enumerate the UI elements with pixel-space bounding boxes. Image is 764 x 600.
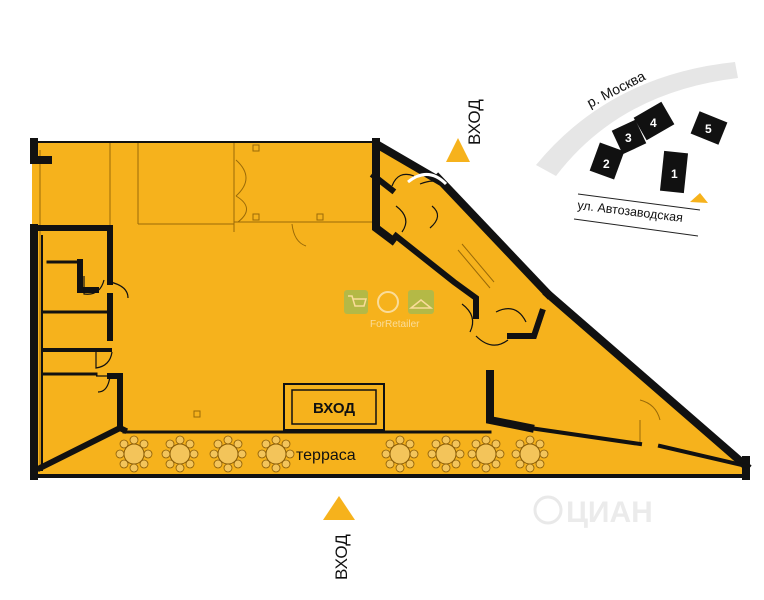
location-inset: р. Москва 2 3 4 5 1 ул. Автозаводская bbox=[536, 62, 738, 237]
forretailer-watermark: ForRetailer bbox=[344, 290, 434, 330]
hanger-icon-glyph bbox=[408, 299, 434, 309]
street-line-bottom bbox=[573, 218, 699, 237]
building-label-5: 5 bbox=[705, 122, 712, 136]
terrace-label: терраса bbox=[296, 447, 356, 464]
interior-thin-lines bbox=[39, 142, 661, 470]
building-5 bbox=[690, 111, 728, 145]
top-entrance-opening bbox=[407, 173, 448, 186]
hanger-icon bbox=[408, 290, 434, 314]
cian-watermark: ЦИАН bbox=[533, 495, 653, 529]
terrace-table bbox=[161, 435, 199, 473]
terrace-table bbox=[115, 435, 153, 473]
building-1 bbox=[659, 150, 689, 194]
building-label-4: 4 bbox=[650, 116, 657, 130]
building-2 bbox=[589, 142, 625, 180]
street-label: ул. Автозаводская bbox=[577, 198, 684, 225]
inner-entrance-outer bbox=[283, 383, 385, 431]
entrance-arrow-bottom bbox=[323, 496, 355, 520]
building-3 bbox=[611, 119, 647, 155]
inner-entrance-label: ВХОД bbox=[313, 400, 355, 417]
walls bbox=[30, 138, 752, 480]
street-line-top bbox=[577, 193, 701, 211]
entrance-bottom-label: ВХОД bbox=[332, 534, 351, 580]
building-4 bbox=[633, 101, 675, 141]
forretailer-text: ForRetailer bbox=[370, 319, 420, 330]
doors bbox=[83, 173, 527, 393]
cian-text: ЦИАН bbox=[566, 496, 653, 529]
terrace-tables bbox=[115, 435, 549, 473]
inner-entrance-inner bbox=[291, 389, 377, 425]
floor-area bbox=[32, 142, 746, 476]
plate-icon bbox=[377, 291, 399, 313]
building-label-2: 2 bbox=[603, 157, 610, 171]
terrace-table bbox=[511, 435, 549, 473]
terrace-table bbox=[427, 435, 465, 473]
cart-icon-glyph bbox=[348, 295, 367, 307]
building-label-1: 1 bbox=[671, 167, 678, 181]
entrance-top-label: ВХОД bbox=[465, 99, 484, 145]
entrance-arrow-top bbox=[446, 138, 470, 162]
cian-logo-icon bbox=[533, 495, 563, 525]
terrace-table bbox=[209, 435, 247, 473]
building-label-3: 3 bbox=[625, 131, 632, 145]
terrace-table bbox=[467, 435, 505, 473]
river-band bbox=[536, 62, 738, 176]
terrace-table bbox=[257, 435, 295, 473]
terrace-table bbox=[381, 435, 419, 473]
location-arrow bbox=[690, 193, 708, 203]
